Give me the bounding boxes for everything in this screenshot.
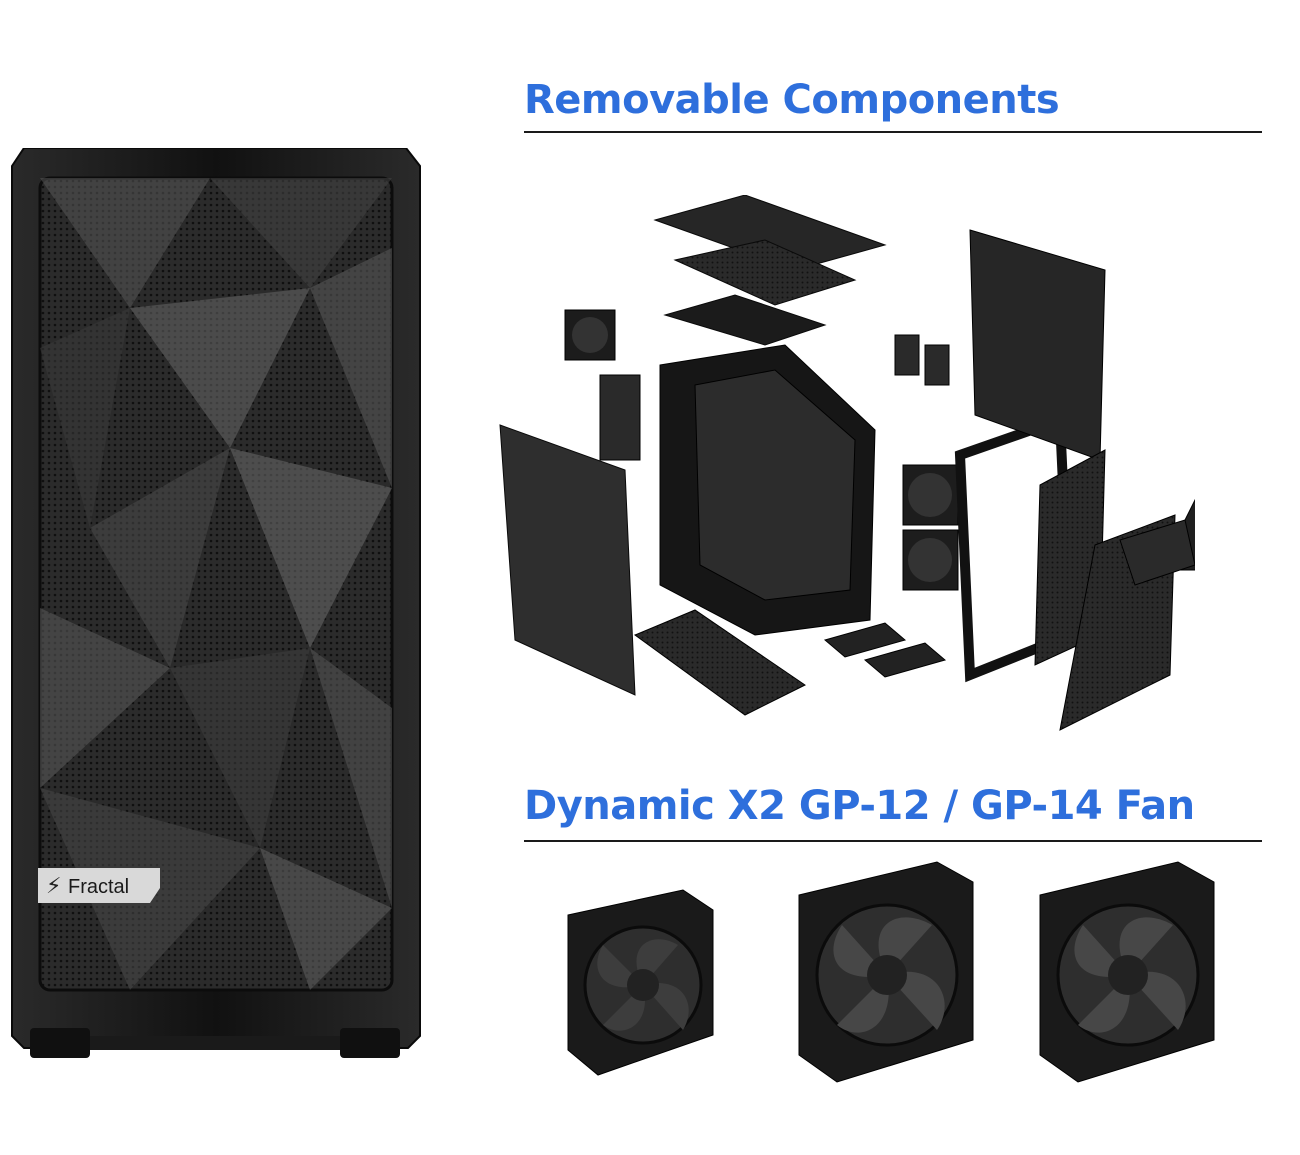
fractal-logo-icon: ⚡ — [46, 874, 62, 899]
fan-icon — [1039, 861, 1215, 1083]
case-front-image: ⚡ Fractal — [10, 147, 422, 1078]
fan-icon — [798, 861, 974, 1083]
case-front-illustration — [11, 147, 421, 1058]
section-title-removable: Removable Components — [524, 77, 1060, 123]
exploded-view-image — [495, 194, 1216, 740]
section-title-fans: Dynamic X2 GP-12 / GP-14 Fan — [524, 783, 1195, 829]
fan-140-a-image — [797, 860, 975, 1089]
fan-140-b-image — [1038, 860, 1216, 1089]
section-rule-fans — [524, 840, 1262, 842]
section-rule-removable — [524, 131, 1262, 133]
fan-120-image — [563, 885, 718, 1084]
fractal-badge — [38, 868, 160, 903]
exploded-view-illustration — [499, 194, 1216, 731]
case-badge-text: Fractal — [68, 876, 130, 898]
fan-icon — [567, 889, 714, 1076]
